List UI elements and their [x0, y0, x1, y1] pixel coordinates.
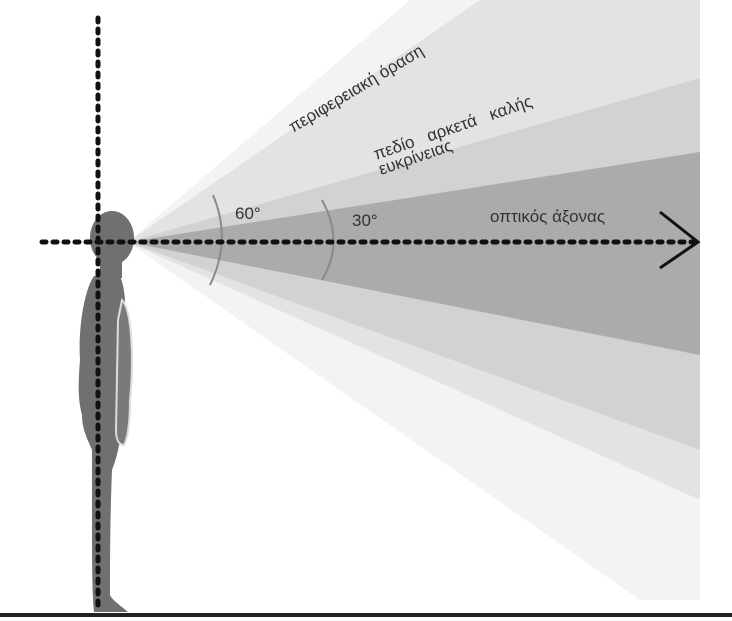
optical-axis-label: οπτικός άξονας [490, 207, 605, 226]
angle-60-label: 60° [235, 204, 261, 223]
angle-30-label: 30° [352, 211, 378, 230]
sharp-field-cone [128, 152, 700, 355]
human-figure [78, 211, 134, 612]
axis-arrowhead [659, 210, 701, 270]
